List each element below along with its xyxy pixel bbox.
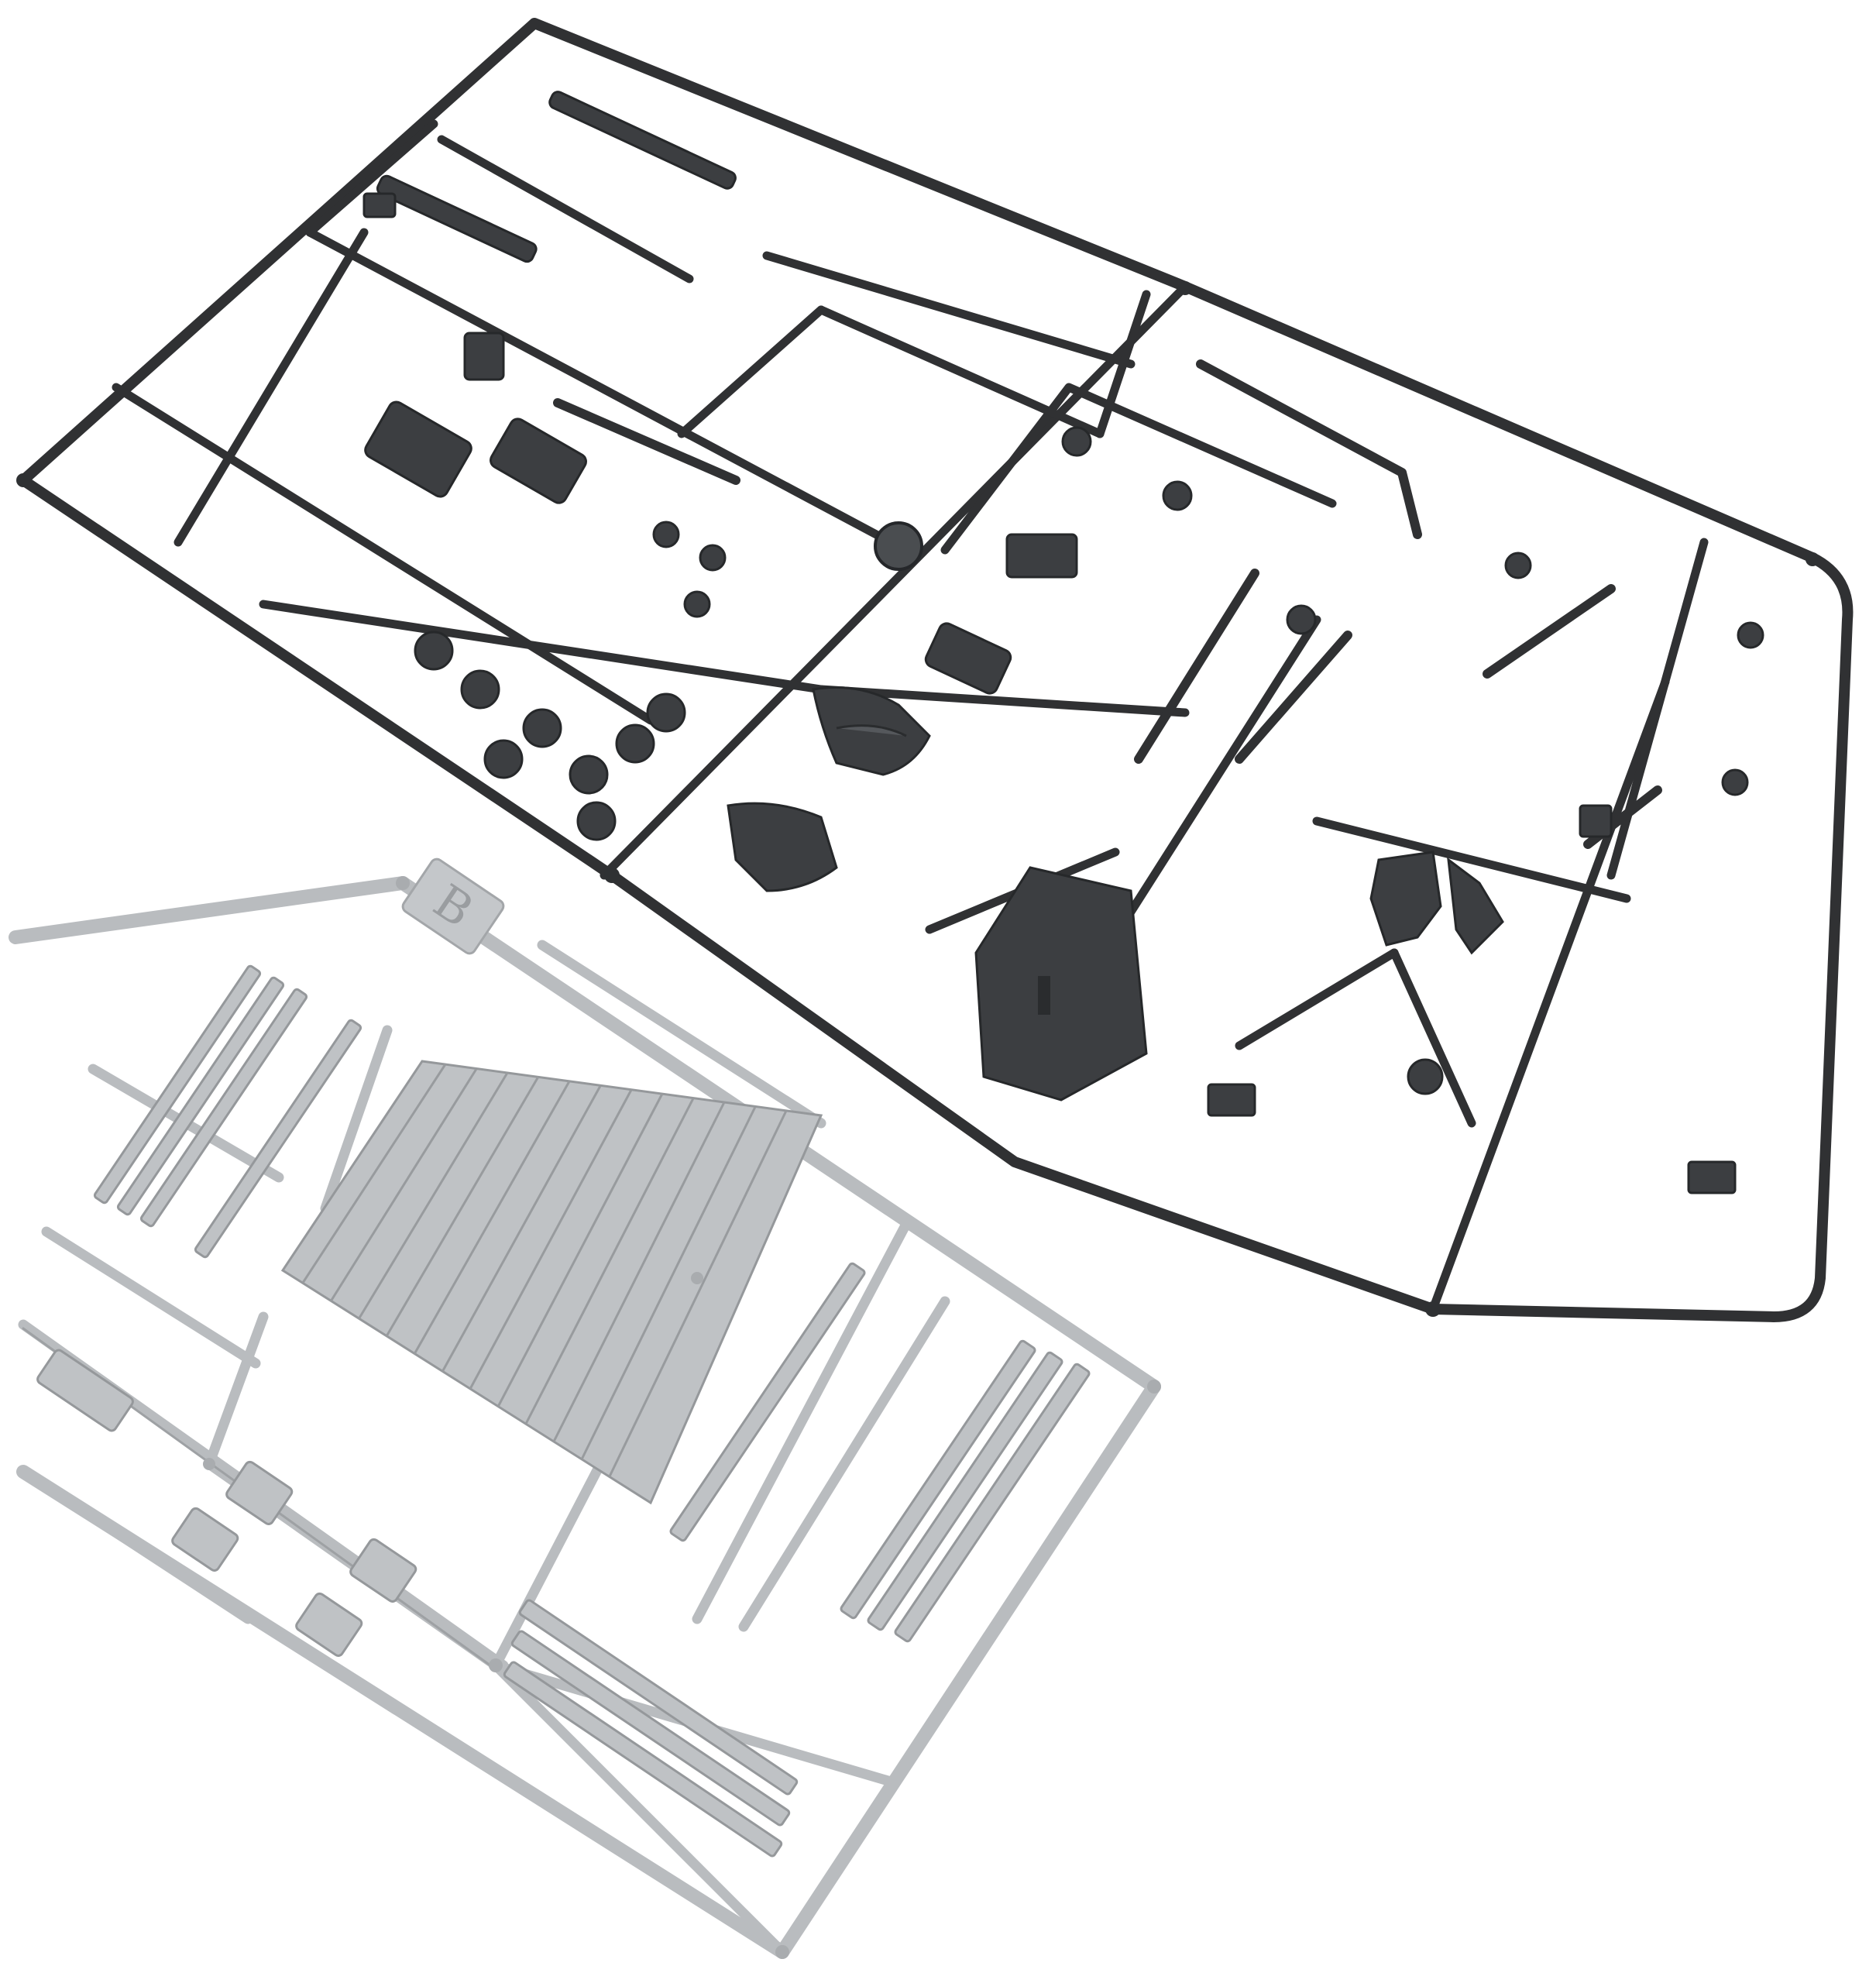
dark-part-small-bits (652, 426, 1764, 1194)
light-sprue-frame: B (9, 857, 1161, 1959)
light-part-long-rails (93, 964, 1091, 1858)
dark-part-floor-panel (974, 866, 1148, 1101)
dark-sprue-frame (16, 18, 1854, 1322)
dark-part-seat-back-2 (727, 802, 838, 892)
dark-part-wheel-discs (414, 631, 686, 841)
light-sprue-label-tab: B (401, 857, 505, 955)
dark-part-fender-1 (1369, 851, 1504, 955)
light-part-ribbed-floor-panel (280, 1060, 823, 1505)
dark-part-chassis-block (362, 91, 1078, 695)
dark-part-seat-back-1 (812, 686, 931, 776)
light-part-small-blocks (36, 1349, 417, 1657)
